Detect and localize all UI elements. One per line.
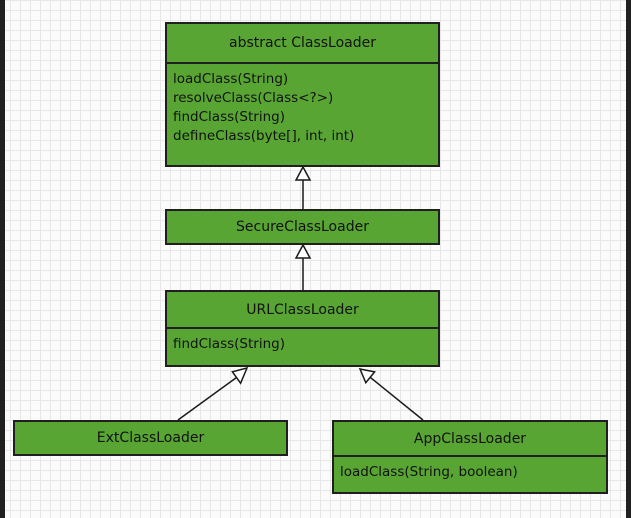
- inheritance-line-ext-to-url: [177, 376, 237, 421]
- class-methods-urlclassloader: findClass(String): [167, 327, 438, 354]
- inheritance-line-app-to-url: [369, 376, 424, 421]
- inheritance-arrowhead-classloader: [294, 165, 312, 181]
- class-box-extclassloader: ExtClassLoader: [13, 420, 288, 456]
- left-frame-edge: [0, 0, 5, 518]
- method-findclass: findClass(String): [173, 109, 285, 125]
- class-box-urlclassloader: URLClassLoader findClass(String): [165, 290, 440, 367]
- class-name-urlclassloader: URLClassLoader: [246, 301, 359, 318]
- class-box-classloader: abstract ClassLoader loadClass(String) r…: [165, 22, 440, 167]
- method-defineclass: defineClass(byte[], int, int): [173, 128, 355, 144]
- class-methods-classloader: loadClass(String) resolveClass(Class<?>)…: [167, 62, 438, 146]
- class-box-secureclassloader: SecureClassLoader: [165, 209, 440, 245]
- inheritance-arrowhead-url-from-app: [358, 367, 376, 385]
- method-resolveclass: resolveClass(Class<?>): [173, 90, 334, 106]
- method-findclass-url: findClass(String): [173, 336, 285, 352]
- inheritance-arrowhead-url-from-ext: [231, 366, 249, 385]
- inheritance-arrowhead-secure: [294, 243, 312, 259]
- class-name-secureclassloader: SecureClassLoader: [236, 219, 369, 235]
- class-name-appclassloader: AppClassLoader: [413, 430, 527, 447]
- class-name-classloader: abstract ClassLoader: [228, 35, 376, 51]
- class-box-appclassloader: AppClassLoader loadClass(String, boolean…: [332, 420, 608, 494]
- right-frame-edge: [626, 0, 631, 518]
- method-loadclass-app: loadClass(String, boolean): [340, 464, 518, 480]
- method-loadclass: loadClass(String): [173, 71, 289, 87]
- class-methods-appclassloader: loadClass(String, boolean): [334, 455, 606, 482]
- class-name-extclassloader: ExtClassLoader: [96, 430, 205, 446]
